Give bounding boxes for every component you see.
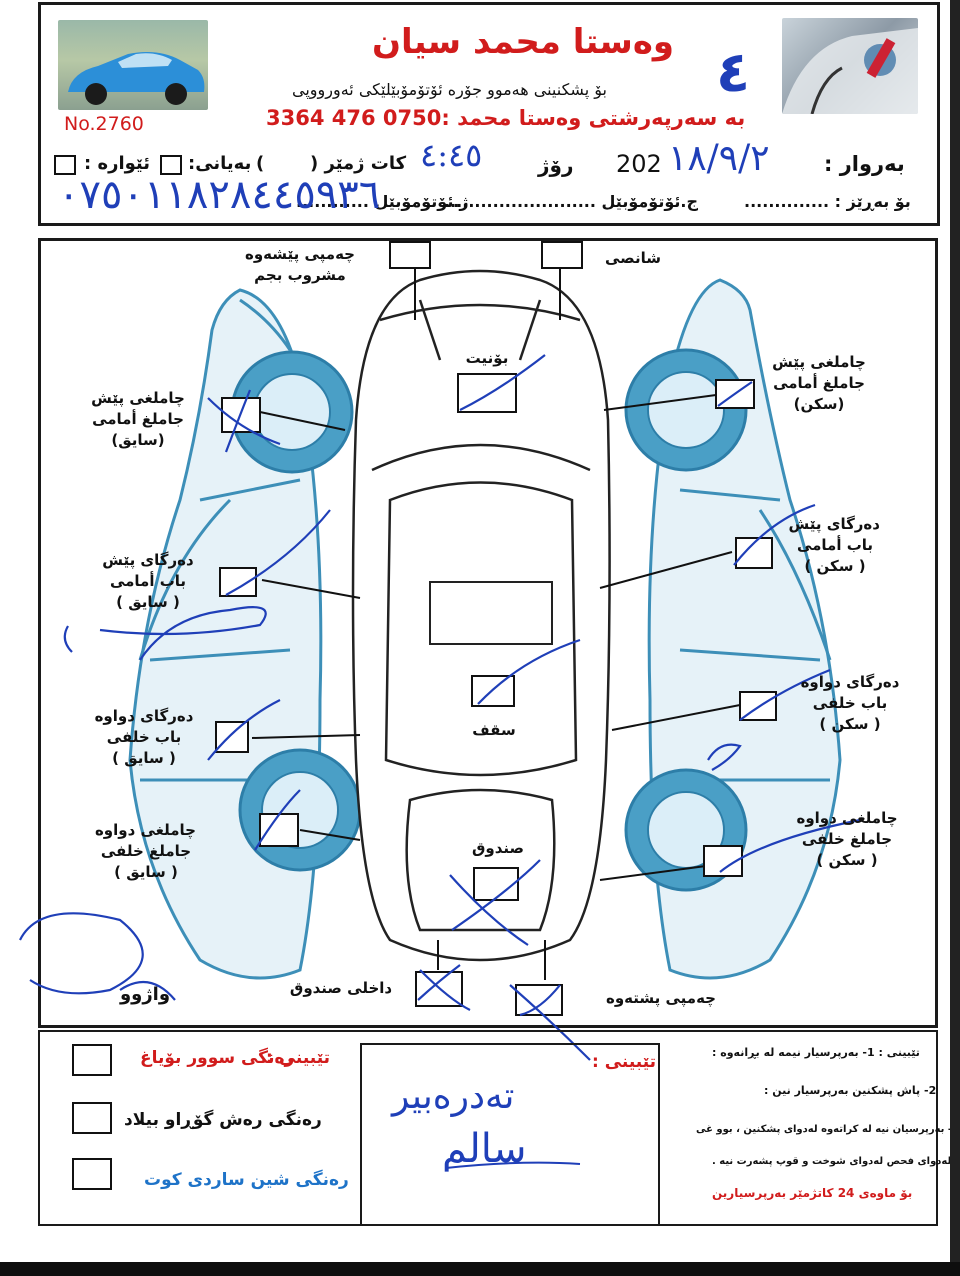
blue-car-image [68,52,205,105]
legend-blue-checkbox[interactable] [72,1158,112,1190]
afternoon-checkbox[interactable] [54,155,76,175]
legend-blue-item: رەنگی شین ساردی کوت [144,1170,349,1190]
car-photo-right [782,18,918,114]
label-front-bumper: چەمپی پێشەوە مشروب بجم [244,245,355,284]
form-subtitle: بۆ پشکنینی هەموو جۆرە ئۆتۆمۆبێلێکی ئەورو… [292,80,607,99]
year-prefix: 202 [616,150,662,178]
handwritten-date: ١٨/٩/٢ [668,138,770,179]
label-trunk-inside: داخلی صندوق [289,979,393,997]
label-chassis: شانصی [605,249,661,267]
label-fender-rear-left: چاملغی دواوە جاملغ خلفی ( سایق ) [94,821,196,881]
afternoon-label: ئێوارە : [84,153,151,174]
handwritten-phone: ٠٧٥٠١١٨٢٨٤٤٥٩٣٦ [58,172,381,218]
label-rear-bumper: چەمپی پشتەوە [605,989,716,1007]
legend-black-item: رەنگی رەش گۆڕاو بیلاد [124,1110,322,1130]
client-label: بۆ بەڕێز : .............. [744,192,911,211]
label-margin-note: واژوو [119,984,171,1005]
term-2: 2- پاش پشکنین بەرپرسیار نین : [764,1084,937,1097]
handwritten-strokes [19,354,861,1061]
label-trunk: صندوق [471,839,525,857]
handwritten-note-1: تەدرەبیر [392,1076,515,1117]
time-close: ) [256,153,265,174]
label-door-front-right: دەرگای پێش باب أمامی ( سکن ) [788,515,880,575]
time-label: کات ژمێر ( [310,153,407,174]
morning-label: بەیانی: [188,153,252,174]
page-mark: ٤ [716,40,751,105]
screenshot-bottom-bar [0,1262,960,1276]
legend-black-checkbox[interactable] [72,1102,112,1134]
term-1: تێبینی : 1- بەرپرسیار نیمە لە بڕانەوە : [712,1046,920,1059]
morning-checkbox[interactable] [160,155,182,175]
label-fender-front-left: چاملغی پێش جاملغ أمامی (سایق) [91,389,185,449]
term-3: 3- بەرپرسیان نیە لە کراتەوە لەدوای پشکنی… [696,1124,959,1135]
legend-note-prefix: تێبینی : [266,1048,331,1068]
notes-box [360,1043,660,1226]
term-4: تێبینی ، لەدوای فحص لەدوای شوخت و قوپ پش… [712,1156,960,1167]
pointer-arrows [251,268,741,980]
handwritten-time: ٤:٤٥ [420,136,483,174]
term-5: بۆ ماوەی 24 کاتژمێر بەرپرسیارین [712,1186,913,1200]
photo-edge-shadow [950,0,960,1262]
label-fender-rear-right: چاملغی دواوە جاملغ خلفی ( سکن ) [796,809,898,869]
label-hood: بۆنیت [465,349,509,367]
day-label: رۆژ [538,153,574,177]
diagram-box [38,238,938,1028]
serial-number: No.2760 [64,113,144,135]
header-box [38,2,940,226]
label-fender-front-right: چاملغی پێش جاملغ أمامی (سکن) [772,353,866,413]
label-door-front-left: دەرگای پێش باب أمامی ( سایق ) [102,551,194,611]
legend-red-checkbox[interactable] [72,1044,112,1076]
date-label: بەروار : [824,152,905,176]
supervision-line: بە سەرپەرشتی وەستا محمد :0750 476 3364 [266,106,746,130]
label-roof: سقف [472,721,516,739]
car-photo-left [58,20,208,110]
top-view-car [351,269,611,962]
label-door-rear-right: دەرگای دواوە باب خلفی ( سکن ) [800,673,900,733]
plate-label: ژ.ئۆتۆمۆبێل ............ [296,192,469,211]
label-door-rear-left: دەرگای دواوە باب خلفی ( سایق ) [94,707,194,767]
legend-red-item: رەنگی سوور بۆیاغ [140,1048,295,1068]
notes-title: تێبینی : [592,1052,657,1072]
detail-car-image [782,28,918,114]
car-type-label: ج.ئۆتۆمۆبێل ......................... [444,192,698,211]
form-title: وەستا محمد سیان [372,22,675,62]
part-checkboxes [215,241,777,1016]
